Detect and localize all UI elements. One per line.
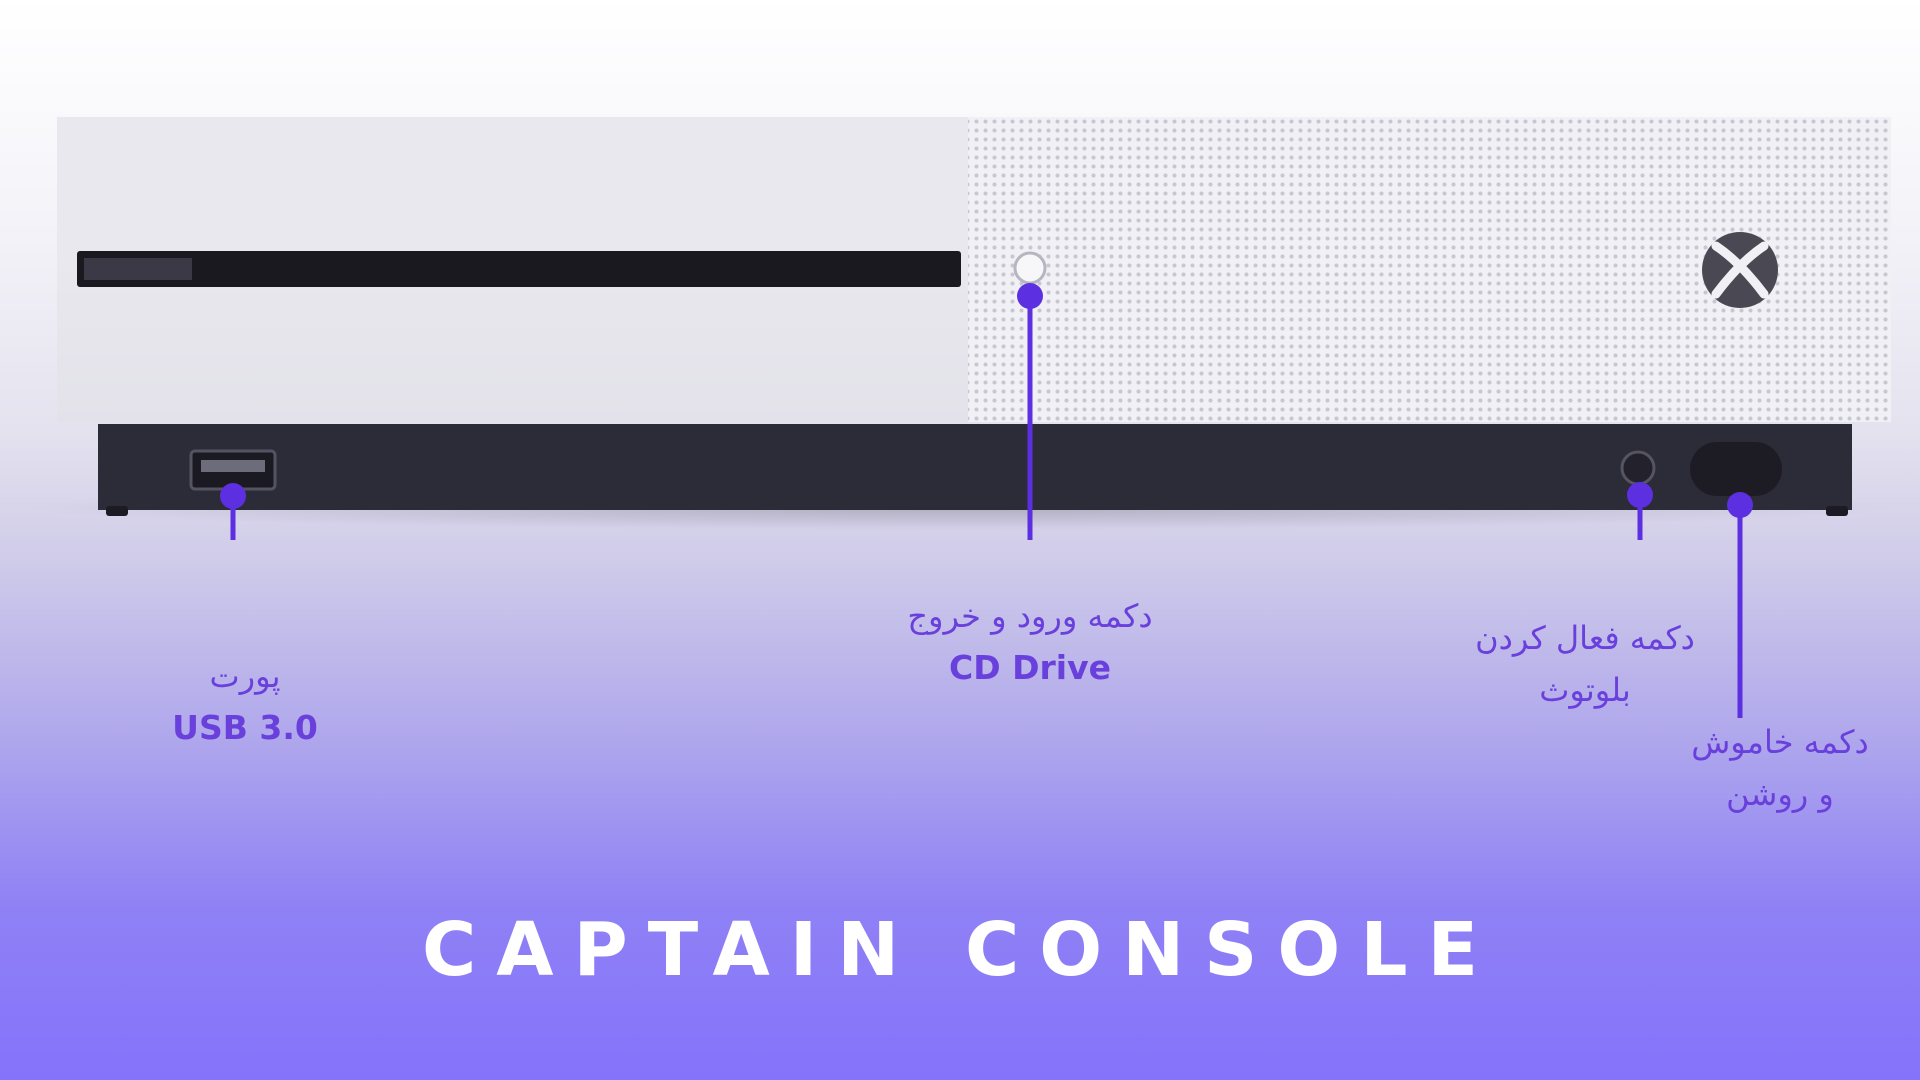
xbox-logo-icon: [1702, 232, 1778, 308]
callout-cd-line2: CD Drive: [949, 648, 1111, 687]
callout-power-pointer: [1727, 492, 1753, 718]
callout-bluetooth-line1: دکمه فعال کردن: [1475, 619, 1695, 657]
callout-bluetooth-pointer: [1627, 482, 1653, 540]
callout-cd-line1: دکمه ورود و خروج: [907, 597, 1153, 635]
power-button-icon[interactable]: [1690, 442, 1782, 496]
console-illustration: [20, 117, 1900, 540]
callout-cd-label: دکمه ورود و خروج CD Drive: [880, 590, 1180, 694]
callout-bluetooth-line2: بلوتوث: [1539, 671, 1631, 709]
callout-usb-line2: USB 3.0: [172, 708, 318, 747]
callout-power-line2: و روشن: [1726, 775, 1834, 813]
callout-usb-pointer: [220, 483, 246, 540]
callout-usb-label: پورت USB 3.0: [145, 650, 345, 754]
usb-port-icon[interactable]: [189, 449, 277, 491]
disc-slot: [77, 251, 961, 287]
callout-power-line1: دکمه خاموش: [1691, 723, 1869, 761]
console-base: [98, 424, 1852, 510]
callout-bluetooth-label: دکمه فعال کردن بلوتوث: [1440, 612, 1730, 716]
brand-wordmark: CAPTAIN CONSOLE: [421, 907, 1499, 993]
callout-cd-pointer: [1017, 283, 1043, 540]
console-foot-left: [106, 506, 128, 516]
callout-usb-line1: پورت: [209, 657, 281, 695]
console-foot-right: [1826, 506, 1848, 516]
callout-power-label: دکمه خاموش و روشن: [1650, 716, 1910, 820]
disc-slot-tab: [84, 258, 192, 280]
